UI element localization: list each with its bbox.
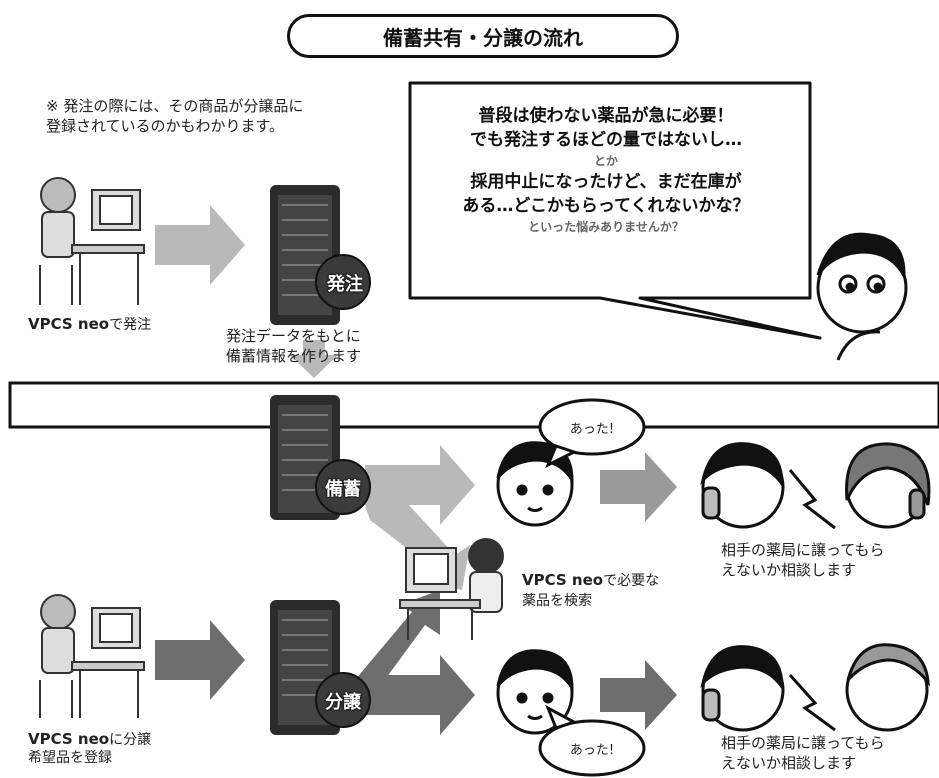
- callout-line-1: 普段は使わない薬品が急に必要！: [478, 106, 734, 126]
- consult-label-bottom: 相手の薬局に譲ってもら えないか相談します: [721, 733, 885, 773]
- caller-bottom-left: [700, 645, 785, 732]
- note-line-2: 登録されているのかもわかります。: [46, 117, 285, 135]
- callout-text: 普段は使わない薬品が急に必要！ でも発注するほどの量ではないし… とか 採用中止…: [412, 104, 800, 236]
- arrow-server-down: [290, 340, 338, 378]
- band-frame: [8, 381, 939, 429]
- consult-bottom-line-2: えないか相談します: [721, 754, 857, 772]
- order-caption-line-1: 発注データをもとに: [226, 327, 361, 345]
- order-caption-line-2: 備蓄情報を作ります: [226, 347, 362, 365]
- speech-bubble-top: [538, 398, 646, 456]
- order-server-caption: 発注データをもとに 備蓄情報を作ります: [226, 326, 361, 366]
- badge-transfer: 分譲: [325, 692, 361, 713]
- callout-connector: とか: [593, 154, 618, 168]
- server-transfer: [270, 600, 371, 735]
- consult-top-line-2: えないか相談します: [721, 561, 857, 579]
- order-user-text: で発注: [109, 317, 152, 333]
- consult-bottom-line-1: 相手の薬局に譲ってもら: [721, 734, 885, 752]
- badge-stock: 備蓄: [325, 479, 361, 500]
- caller-bottom-right: [845, 643, 930, 732]
- user-order: [39, 177, 145, 305]
- arrow-customer-to-consult-bottom: [600, 660, 677, 730]
- order-user-brand: VPCS neo: [28, 315, 110, 333]
- thinking-character: [816, 232, 908, 361]
- search-text-2: 薬品を検索: [522, 593, 592, 609]
- search-text: で必要な: [603, 573, 660, 589]
- arrow-order-to-server: [155, 205, 245, 285]
- search-label: VPCS neoで必要な 薬品を検索: [522, 570, 659, 611]
- search-brand: VPCS neo: [522, 571, 604, 589]
- speech-text-top: あった!: [569, 422, 615, 437]
- server-stock: [270, 395, 371, 520]
- signal-bottom: [788, 674, 836, 732]
- consult-top-line-1: 相手の薬局に譲ってもら: [721, 541, 885, 559]
- callout-line-3: 採用中止になったけど、まだ在庫が: [470, 172, 742, 192]
- badge-order: 発注: [327, 274, 363, 295]
- transfer-user-label: VPCS neoに分譲 希望品を登録: [28, 730, 151, 767]
- user-search: [399, 538, 504, 640]
- transfer-user-text-2: 希望品を登録: [28, 750, 112, 766]
- arrow-transfer-user-to-server: [155, 620, 245, 700]
- note-line-1: ※ 発注の際には、その商品が分譲品に: [46, 97, 304, 115]
- server-order: [270, 185, 371, 325]
- callout-line-4: ある…どこかもらってくれないかな？: [462, 196, 750, 216]
- callout-line-2: でも発注するほどの量ではないし…: [470, 130, 742, 150]
- arrow-customer-to-consult-top: [600, 452, 677, 522]
- customer-face-top: [496, 441, 574, 527]
- speech-bubble-bottom: [538, 719, 646, 777]
- caller-top-left: [700, 442, 785, 529]
- user-transfer: [39, 594, 145, 718]
- order-user-label: VPCS neoで発注: [28, 315, 151, 334]
- callout-box: [408, 81, 822, 340]
- transfer-user-brand: VPCS neo: [28, 730, 110, 748]
- arrow-transfer-up-to-search: [355, 590, 440, 700]
- callout-closing: といった悩みありませんか？: [528, 220, 684, 234]
- diagram-title: 備蓄共有・分譲の流れ: [287, 14, 679, 58]
- order-note: ※ 発注の際には、その商品が分譲品に 登録されているのかもわかります。: [46, 96, 386, 136]
- caller-top-right: [845, 442, 931, 529]
- transfer-user-text: に分譲: [109, 732, 152, 748]
- arrow-transfer-to-customer: [360, 655, 475, 735]
- signal-top: [788, 469, 836, 530]
- consult-label-top: 相手の薬局に譲ってもら えないか相談します: [721, 540, 885, 580]
- speech-text-bottom: あった!: [569, 743, 615, 758]
